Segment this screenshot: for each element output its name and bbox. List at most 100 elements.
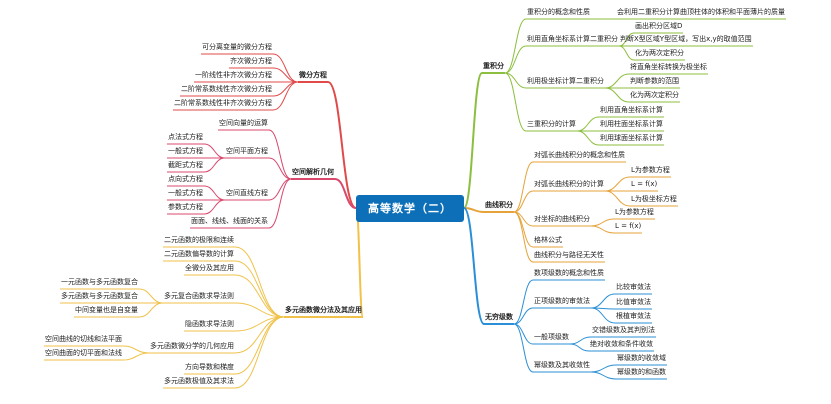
node-r1c[interactable]: 利用极坐标计算二重积分 (527, 77, 604, 85)
node-r1d2[interactable]: 利用柱面坐标系计算 (600, 120, 663, 128)
node-r1b1[interactable]: 画出积分区域D (635, 22, 683, 30)
node-r1c2[interactable]: 判断参数的范围 (630, 77, 679, 85)
edge-line (569, 336, 592, 345)
edge-line (576, 116, 600, 132)
node-r3d2[interactable]: 幂级数的和函数 (617, 368, 666, 376)
node-r3a[interactable]: 数项级数的概念和性质 (534, 269, 604, 277)
node-r1b[interactable]: 利用直角坐标系计算二重积分 (527, 35, 618, 43)
edge-line (590, 364, 617, 373)
node-r2c1[interactable]: L为参数方程 (615, 208, 654, 216)
node-l2b2[interactable]: 一般式方程 (168, 147, 203, 155)
node-r2b1[interactable]: L为参数方程 (631, 166, 670, 174)
edge-line (604, 87, 630, 103)
edge-line (234, 246, 285, 318)
node-r1b2[interactable]: 判断X型区域Y型区域，写出x,y的取值范围 (620, 35, 752, 43)
edge-line (234, 316, 285, 389)
edge-line (138, 302, 164, 318)
node-l1[interactable]: 微分方程 (299, 71, 327, 79)
edge-line (234, 274, 285, 318)
node-l3c[interactable]: 全微分及其应用 (185, 264, 234, 272)
node-l2b[interactable]: 空间平面方程 (226, 147, 268, 155)
node-l1b[interactable]: 齐次微分方程 (230, 57, 272, 65)
node-l2b3[interactable]: 截距式方程 (168, 161, 203, 169)
node-r3b2[interactable]: 比值审敛法 (616, 298, 651, 306)
node-r2c[interactable]: 对坐标的曲线积分 (534, 215, 590, 223)
edge-line (604, 190, 631, 207)
node-r2b3[interactable]: L为极坐标方程 (631, 195, 677, 203)
node-r2a[interactable]: 对弧长曲线积分的概念和性质 (534, 151, 625, 159)
node-r2b[interactable]: 对弧长曲线积分的计算 (534, 180, 604, 188)
edge-line (463, 207, 485, 325)
node-r1d3[interactable]: 利用球面坐标系计算 (600, 134, 663, 142)
node-r1a[interactable]: 重积分的概念和性质 (527, 8, 590, 16)
edge-line (504, 72, 527, 132)
node-l3e[interactable]: 隐函数求导法则 (185, 320, 234, 328)
edge-line (576, 130, 600, 146)
node-l3[interactable]: 多元函数微分法及其应用 (285, 306, 362, 314)
edge-line (268, 178, 292, 229)
edge-line (234, 260, 285, 318)
node-r3b[interactable]: 正项级数的审敛法 (534, 297, 590, 305)
node-l2c1[interactable]: 点向式方程 (168, 175, 203, 183)
edge-line (513, 190, 534, 213)
node-r3c2[interactable]: 绝对收敛和条件收敛 (590, 340, 653, 348)
node-l3d1[interactable]: 一元函数与多元函数复合 (61, 278, 138, 286)
edge-line (618, 45, 635, 61)
node-r3d[interactable]: 幂级数及其收敛性 (534, 361, 590, 369)
node-l3f2[interactable]: 空间曲面的切平面和法线 (45, 349, 122, 357)
edge-line (590, 218, 615, 227)
node-r3c[interactable]: 一般项级数 (534, 333, 569, 341)
node-l3d3[interactable]: 中间变量也是自变量 (75, 306, 138, 314)
node-r1b3[interactable]: 化为两次定积分 (635, 49, 684, 57)
edge-line (268, 129, 292, 180)
node-l2a[interactable]: 空间向量的运算 (219, 119, 268, 127)
node-l2d[interactable]: 面面、线线、线面的关系 (191, 217, 268, 225)
node-r2d[interactable]: 格林公式 (534, 236, 562, 244)
node-r3b3[interactable]: 根植审敛法 (616, 312, 651, 320)
node-l3h[interactable]: 多元函数极值及其求法 (164, 377, 234, 385)
node-r3d1[interactable]: 幂级数的收敛域 (617, 354, 666, 362)
edge-line (272, 67, 299, 83)
node-l1a[interactable]: 可分离变量的微分方程 (202, 43, 272, 51)
node-l1c[interactable]: 一阶线性非齐次微分方程 (195, 71, 272, 79)
node-l2b1[interactable]: 点法式方程 (168, 133, 203, 141)
node-l1d[interactable]: 二阶常系数线性齐次微分方程 (181, 85, 272, 93)
node-r1d[interactable]: 三重积分的计算 (527, 120, 576, 128)
node-r1[interactable]: 重积分 (483, 62, 504, 70)
edge-line (504, 72, 527, 89)
node-l1e[interactable]: 二阶常系数线性非齐次微分方程 (174, 99, 272, 107)
node-r2c2[interactable]: L = f(x) (615, 222, 642, 230)
node-l3d[interactable]: 多元复合函数求导法则 (164, 292, 234, 300)
node-l3f1[interactable]: 空间曲线的切线和法平面 (45, 335, 122, 343)
node-l3d2[interactable]: 多元函数与多元函数复合 (61, 292, 138, 300)
node-r1d1[interactable]: 利用直角坐标系计算 (600, 106, 663, 114)
edge-line (234, 302, 285, 318)
node-l3a[interactable]: 二元函数的极限和连续 (164, 236, 234, 244)
node-r1c1[interactable]: 将直角坐标转换为极坐标 (630, 63, 707, 71)
node-r1a1[interactable]: 会利用二重积分计算曲顶柱体的体积和平面薄片的质量 (617, 8, 785, 16)
node-l2c3[interactable]: 参数式方程 (168, 203, 203, 211)
node-r2b2[interactable]: L = f(x) (631, 180, 658, 188)
node-r3c1[interactable]: 交错级数及其判别法 (592, 326, 655, 334)
node-r1c3[interactable]: 化为两次定积分 (630, 91, 679, 99)
node-l3g[interactable]: 方向导数和梯度 (185, 363, 234, 371)
edge-line (513, 323, 534, 373)
node-r3[interactable]: 无穷级数 (485, 313, 513, 321)
edge-line (604, 73, 630, 89)
edge-line (590, 307, 616, 324)
root-node[interactable]: 高等数学（二） (356, 195, 464, 222)
edge-line (513, 307, 534, 325)
edge-line (268, 178, 292, 201)
node-l2c[interactable]: 空间直线方程 (226, 189, 268, 197)
node-r3b1[interactable]: 比较审敛法 (616, 283, 651, 291)
node-r2e[interactable]: 曲线积分与路径无关性 (534, 251, 604, 259)
node-l2[interactable]: 空间解析几何 (292, 168, 334, 176)
node-l3b[interactable]: 二元函数偏导数的计算 (164, 250, 234, 258)
node-r2[interactable]: 曲线积分 (485, 201, 513, 209)
edge-line (272, 81, 299, 97)
edge-line (569, 343, 590, 352)
edge-line (272, 53, 299, 83)
node-l2c2[interactable]: 一般式方程 (168, 189, 203, 197)
node-l3f[interactable]: 多元函数微分学的几何应用 (150, 342, 234, 350)
edge-line (463, 72, 483, 209)
